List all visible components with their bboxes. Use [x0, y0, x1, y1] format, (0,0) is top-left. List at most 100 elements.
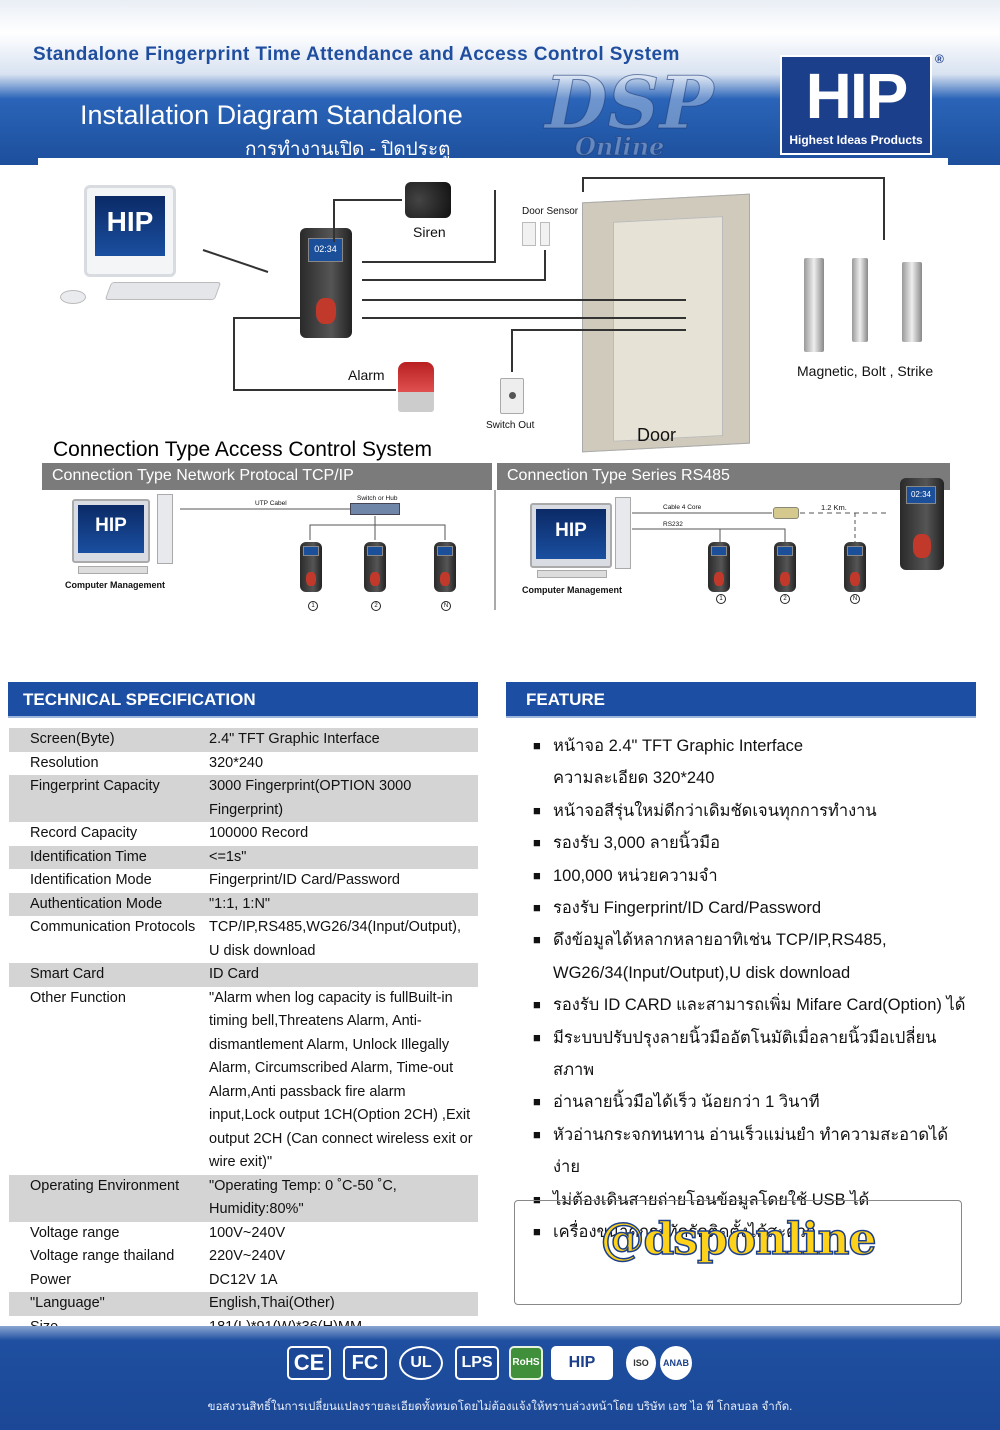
rs485-converter-icon	[773, 507, 799, 519]
bullet-icon: ■	[533, 900, 541, 916]
feature-item: ■ เครื่องขนาดกระทัดรัดติดตั้งได้สะดวก	[533, 1216, 973, 1248]
spec-row: Operating Environment"Operating Temp: 0 …	[9, 1174, 478, 1222]
feature-text: หน้าจอสีรุ่นใหม่ดีกว่าเดิมชัดเจนทุกการทำ…	[553, 801, 877, 820]
spec-row: Power DC12V 1A	[9, 1269, 478, 1293]
locks-label: Magnetic, Bolt , Strike	[797, 363, 934, 379]
bullet-icon: ■	[533, 835, 541, 851]
feature-item: ■อ่านลายนิ้วมือได้เร็ว น้อยกว่า 1 วินาที	[533, 1086, 973, 1118]
door-sensor-magnet-icon	[540, 222, 550, 246]
spec-value: 320*240	[209, 754, 264, 771]
bullet-icon: ■	[533, 997, 541, 1013]
alarm-icon	[398, 362, 434, 412]
rs485-keyboard-icon	[537, 570, 607, 578]
bullet-icon: ■	[533, 932, 541, 948]
door-sensor-icon	[522, 222, 536, 246]
spec-key: Smart Card	[30, 966, 105, 982]
magnetic-lock-icon	[804, 258, 824, 352]
wiring-lines	[202, 177, 885, 391]
tcp-monitor-icon: HIP	[72, 499, 150, 563]
siren-label: Siren	[413, 224, 446, 240]
feature-item: ■ รองรับ Fingerprint/ID Card/Password	[533, 892, 973, 924]
feature-item: ■ดึงข้อมูลได้หลากหลายอาทิเช่น TCP/IP,RS4…	[533, 924, 973, 956]
computer-icon: HIP	[84, 185, 176, 277]
ul-cert-icon: UL	[399, 1346, 443, 1380]
spec-row: Fingerprint Capacity 3000 Fingerprint(OPT…	[9, 775, 478, 822]
rs485-node-1: 1	[716, 594, 726, 604]
switch-out-icon	[500, 378, 524, 414]
tcp-reader-1-icon	[300, 542, 322, 592]
install-subtitle: การทำงานเปิด - ปิดประตู	[245, 139, 451, 160]
bolt-lock-icon	[852, 258, 868, 342]
tcp-node-2: 2	[371, 601, 381, 611]
spec-value: 100V~240V	[209, 1224, 286, 1241]
rs485-cable-label: Cable 4 Core	[663, 504, 702, 511]
strike-lock-icon	[902, 262, 922, 342]
tcp-section-bar: Connection Type Network Protocal TCP/IP	[42, 463, 492, 490]
fingerprint-sensor-icon	[316, 298, 336, 324]
spec-value: TCP/IP,RS485,WG26/34(Input/Output), U di…	[209, 919, 461, 959]
spec-key: Identification Time	[30, 848, 147, 865]
spec-key: Screen(Byte)	[30, 731, 115, 747]
bullet-icon	[533, 957, 553, 989]
spec-key: Communication Protocols	[30, 919, 196, 935]
feature-text: เครื่องขนาดกระทัดรัดติดตั้งได้สะดวก	[553, 1223, 817, 1242]
feature-item: ■100,000 หน่วยความจำ	[533, 860, 973, 892]
feature-text: ไม่ต้องเดินสายถ่ายโอนข้อมูลโดยใช้ USB ได…	[553, 1190, 870, 1209]
bullet-icon: ■	[533, 1191, 541, 1207]
install-title: Installation Diagram Standalone	[80, 100, 463, 130]
rs485-node-n: N	[850, 594, 860, 604]
spec-key: Fingerprint Capacity	[30, 778, 160, 794]
feature-item: ■รองรับ 3,000 ลายนิ้วมือ	[533, 827, 973, 859]
spec-key: Record Capacity	[30, 825, 138, 841]
fingerprint-reader-icon: 02:34	[300, 228, 352, 338]
logo-tagline: Highest Ideas Products	[789, 133, 923, 147]
bullet-icon	[533, 762, 553, 794]
network-switch-icon	[350, 503, 400, 515]
line-id: @dsponline	[600, 1213, 878, 1266]
spec-key: "Language"	[30, 1295, 105, 1311]
anab-cert-icon: ANAB	[660, 1346, 692, 1380]
spec-row: Other Function"Alarm when log capacity i…	[9, 987, 478, 1175]
tcp-reader-n-icon	[434, 542, 456, 592]
spec-key: Resolution	[30, 754, 99, 771]
rs485-computer-label: Computer Management	[522, 585, 623, 595]
tcp-utp-label: UTP Cabel	[255, 500, 287, 507]
fc-cert-icon: FC	[343, 1346, 387, 1380]
footer-note: ขอสงวนสิทธิ์ในการเปลี่ยนแปลงรายละเอียดทั…	[207, 1401, 793, 1413]
feature-text: 100,000 หน่วยความจำ	[553, 866, 718, 885]
reader-screen: 02:34	[308, 238, 343, 262]
spec-key: Power	[30, 1271, 72, 1288]
spec-value: 2.4" TFT Graphic Interface	[209, 731, 380, 747]
feature-item: ■หน้าจอ 2.4" TFT Graphic Interface	[533, 730, 973, 762]
rs485-reader-n-icon	[844, 542, 866, 592]
tcp-reader-2-icon	[364, 542, 386, 592]
bullet-icon: ■	[533, 1094, 541, 1110]
tcp-tower-icon	[157, 494, 173, 564]
bullet-icon: ■	[533, 1029, 541, 1045]
bullet-icon: ■	[533, 1126, 541, 1142]
mouse-icon	[60, 290, 86, 304]
spec-value: 3000 Fingerprint(OPTION 3000 Fingerprint…	[209, 778, 412, 818]
watermark-sub: Online	[574, 132, 665, 162]
spec-key: Voltage range thailand	[30, 1248, 175, 1264]
spec-value: <=1s"	[209, 848, 247, 865]
feature-text: รองรับ Fingerprint/ID Card/Password	[553, 899, 822, 918]
bullet-icon: ■	[533, 738, 541, 753]
lps-cert-icon: LPS	[455, 1346, 499, 1380]
spec-row: Identification Time <=1s"	[9, 845, 478, 869]
spec-key: Operating Environment	[30, 1177, 180, 1194]
installation-diagram	[38, 158, 948, 458]
spec-value: English,Thai(Other)	[209, 1295, 335, 1311]
bullet-icon: ■	[533, 1224, 541, 1240]
tcp-monitor-screen: HIP	[78, 505, 144, 553]
iso-cert-icon: ISO	[626, 1346, 656, 1380]
spec-row: "Language" English,Thai(Other)	[9, 1292, 478, 1316]
door-label: Door	[637, 425, 677, 445]
spec-value: DC12V 1A	[209, 1271, 278, 1288]
hip-logo: HIP Highest Ideas Products	[780, 55, 932, 155]
section-divider	[494, 490, 496, 610]
